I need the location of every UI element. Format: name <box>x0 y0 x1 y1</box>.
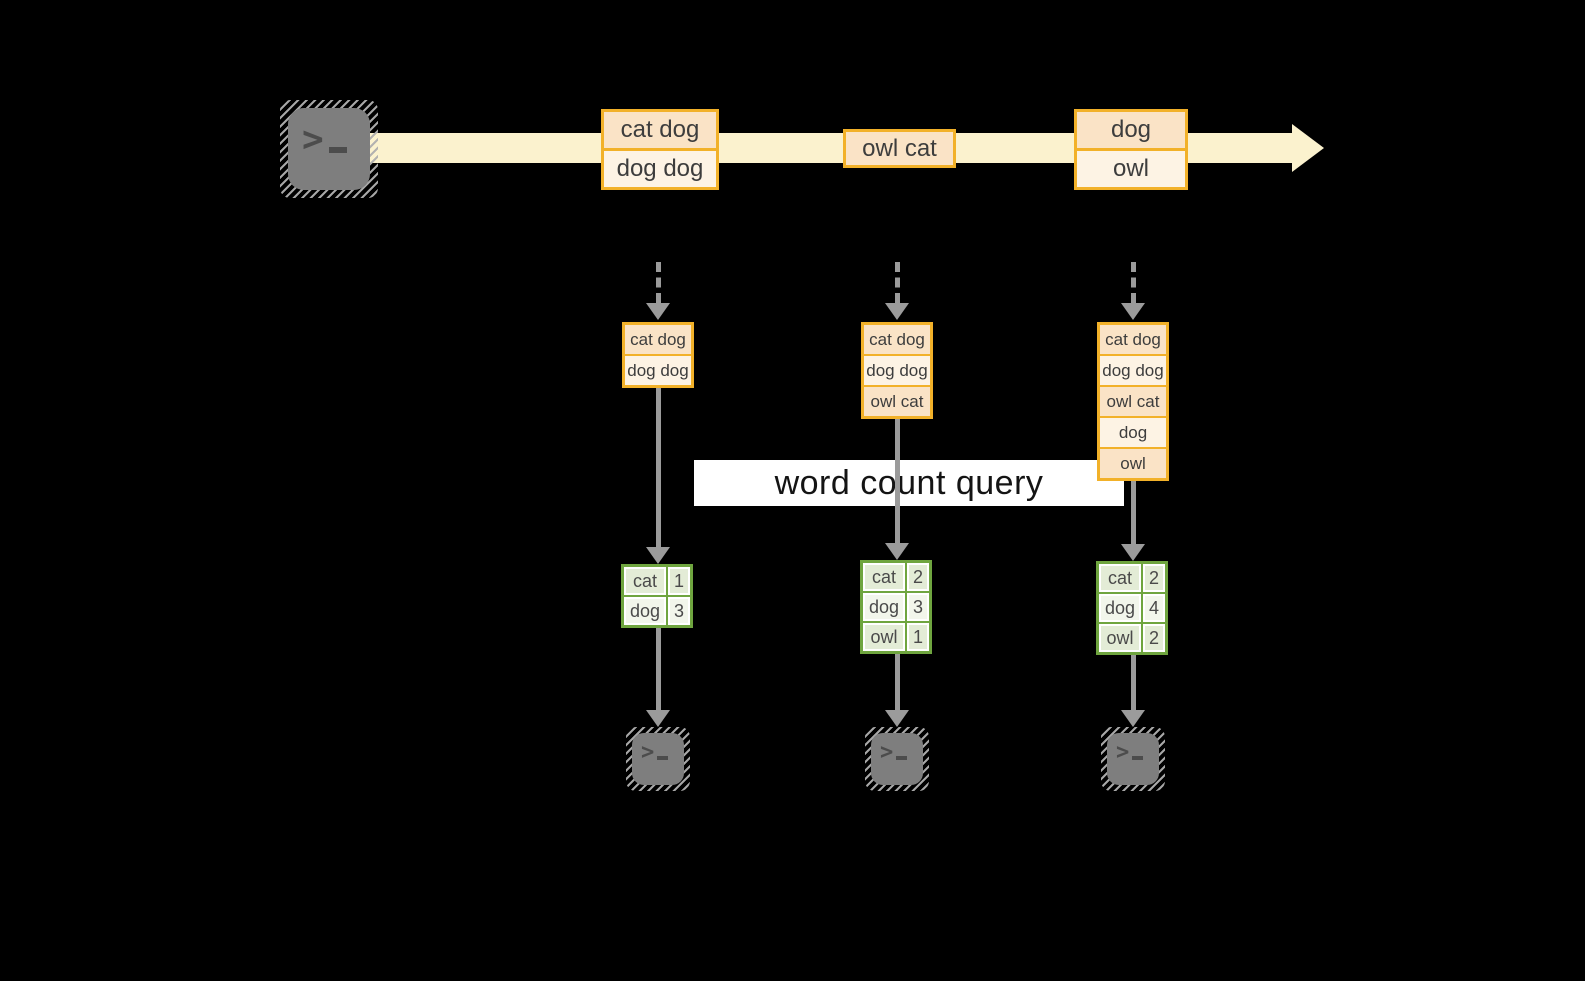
arrow-head-icon <box>885 543 909 560</box>
arrow-line <box>1130 481 1136 544</box>
arrow-head-icon <box>885 710 909 727</box>
sink-terminal-icon-3: > <box>1101 727 1165 791</box>
query-arrow-3 <box>1121 481 1145 561</box>
terminal-screen: > <box>632 733 684 785</box>
arrow-line <box>655 388 661 547</box>
stream-batch-1: cat dog dog dog <box>601 109 719 190</box>
prompt-cursor-icon <box>1132 756 1144 760</box>
snapshot-record: dog dog <box>864 356 930 385</box>
source-terminal-icon: > <box>280 100 378 198</box>
snapshot-record: dog <box>1100 418 1166 447</box>
result-table-2: cat 2 dog 3 owl 1 <box>860 560 932 654</box>
snapshot-record: owl cat <box>864 387 930 416</box>
prompt-chevron-icon: > <box>880 740 894 765</box>
prompt-cursor-icon <box>657 756 669 760</box>
sink-terminal-icon-2: > <box>865 727 929 791</box>
prompt-chevron-icon: > <box>641 740 655 765</box>
result-table-1: cat 1 dog 3 <box>621 564 693 628</box>
snapshot-stack-2: cat dog dog dog owl cat <box>861 322 933 419</box>
count-cell: 3 <box>907 593 929 621</box>
arrow-line <box>894 262 900 303</box>
terminal-screen: > <box>288 108 370 190</box>
table-row: dog 4 <box>1099 594 1165 622</box>
word-cell: cat <box>1099 564 1141 592</box>
terminal-prompt-icon: > <box>1116 740 1144 765</box>
query-label: word count query <box>694 460 1124 506</box>
count-cell: 1 <box>668 567 690 595</box>
arrow-line <box>1130 655 1136 710</box>
stream-record: dog <box>1077 112 1185 148</box>
word-cell: owl <box>863 623 905 651</box>
arrow-line <box>894 419 900 543</box>
terminal-prompt-icon: > <box>880 740 908 765</box>
table-row: cat 2 <box>1099 564 1165 592</box>
arrow-head-icon <box>1121 710 1145 727</box>
arrow-head-icon <box>1121 303 1145 320</box>
table-row: owl 1 <box>863 623 929 651</box>
terminal-prompt-icon: > <box>302 122 347 158</box>
snapshot-record: owl <box>1100 449 1166 478</box>
arrow-head-icon <box>646 547 670 564</box>
count-cell: 2 <box>1143 564 1165 592</box>
stream-record: owl cat <box>846 132 953 165</box>
dashed-arrow-2 <box>885 262 909 320</box>
stream-record: dog dog <box>604 151 716 187</box>
count-cell: 2 <box>1143 624 1165 652</box>
snapshot-record: owl cat <box>1100 387 1166 416</box>
arrow-line <box>655 628 661 710</box>
stream-record: owl <box>1077 151 1185 187</box>
snapshot-stack-3: cat dog dog dog owl cat dog owl <box>1097 322 1169 481</box>
stream-batch-3: dog owl <box>1074 109 1188 190</box>
dashed-arrow-1 <box>646 262 670 320</box>
arrow-head-icon <box>646 303 670 320</box>
snapshot-record: cat dog <box>1100 325 1166 354</box>
terminal-screen: > <box>1107 733 1159 785</box>
arrow-head-icon <box>646 710 670 727</box>
word-cell: cat <box>624 567 666 595</box>
count-cell: 2 <box>907 563 929 591</box>
prompt-chevron-icon: > <box>1116 740 1130 765</box>
table-row: dog 3 <box>624 597 690 625</box>
sink-arrow-1 <box>646 628 670 727</box>
snapshot-record: cat dog <box>625 325 691 354</box>
terminal-screen: > <box>871 733 923 785</box>
word-cell: owl <box>1099 624 1141 652</box>
snapshot-record: dog dog <box>625 356 691 385</box>
count-cell: 4 <box>1143 594 1165 622</box>
snapshot-stack-1: cat dog dog dog <box>622 322 694 388</box>
word-cell: dog <box>863 593 905 621</box>
prompt-cursor-icon <box>896 756 908 760</box>
word-cell: cat <box>863 563 905 591</box>
result-table-3: cat 2 dog 4 owl 2 <box>1096 561 1168 655</box>
table-row: cat 1 <box>624 567 690 595</box>
snapshot-record: cat dog <box>864 325 930 354</box>
count-cell: 3 <box>668 597 690 625</box>
table-row: owl 2 <box>1099 624 1165 652</box>
word-cell: dog <box>1099 594 1141 622</box>
prompt-chevron-icon: > <box>302 119 324 160</box>
stream-arrow-head-icon <box>1292 124 1324 172</box>
prompt-cursor-icon <box>328 147 347 153</box>
dashed-arrow-3 <box>1121 262 1145 320</box>
stream-batch-2: owl cat <box>843 129 956 168</box>
arrow-line <box>655 262 661 303</box>
count-cell: 1 <box>907 623 929 651</box>
stream-record: cat dog <box>604 112 716 148</box>
sink-arrow-2 <box>885 654 909 727</box>
table-row: cat 2 <box>863 563 929 591</box>
sink-arrow-3 <box>1121 655 1145 727</box>
table-row: dog 3 <box>863 593 929 621</box>
arrow-head-icon <box>885 303 909 320</box>
query-arrow-2 <box>885 419 909 560</box>
terminal-prompt-icon: > <box>641 740 669 765</box>
arrow-head-icon <box>1121 544 1145 561</box>
arrow-line <box>894 654 900 710</box>
sink-terminal-icon-1: > <box>626 727 690 791</box>
snapshot-record: dog dog <box>1100 356 1166 385</box>
query-label-text: word count query <box>774 463 1044 502</box>
word-cell: dog <box>624 597 666 625</box>
arrow-line <box>1130 262 1136 303</box>
query-arrow-1 <box>646 388 670 564</box>
